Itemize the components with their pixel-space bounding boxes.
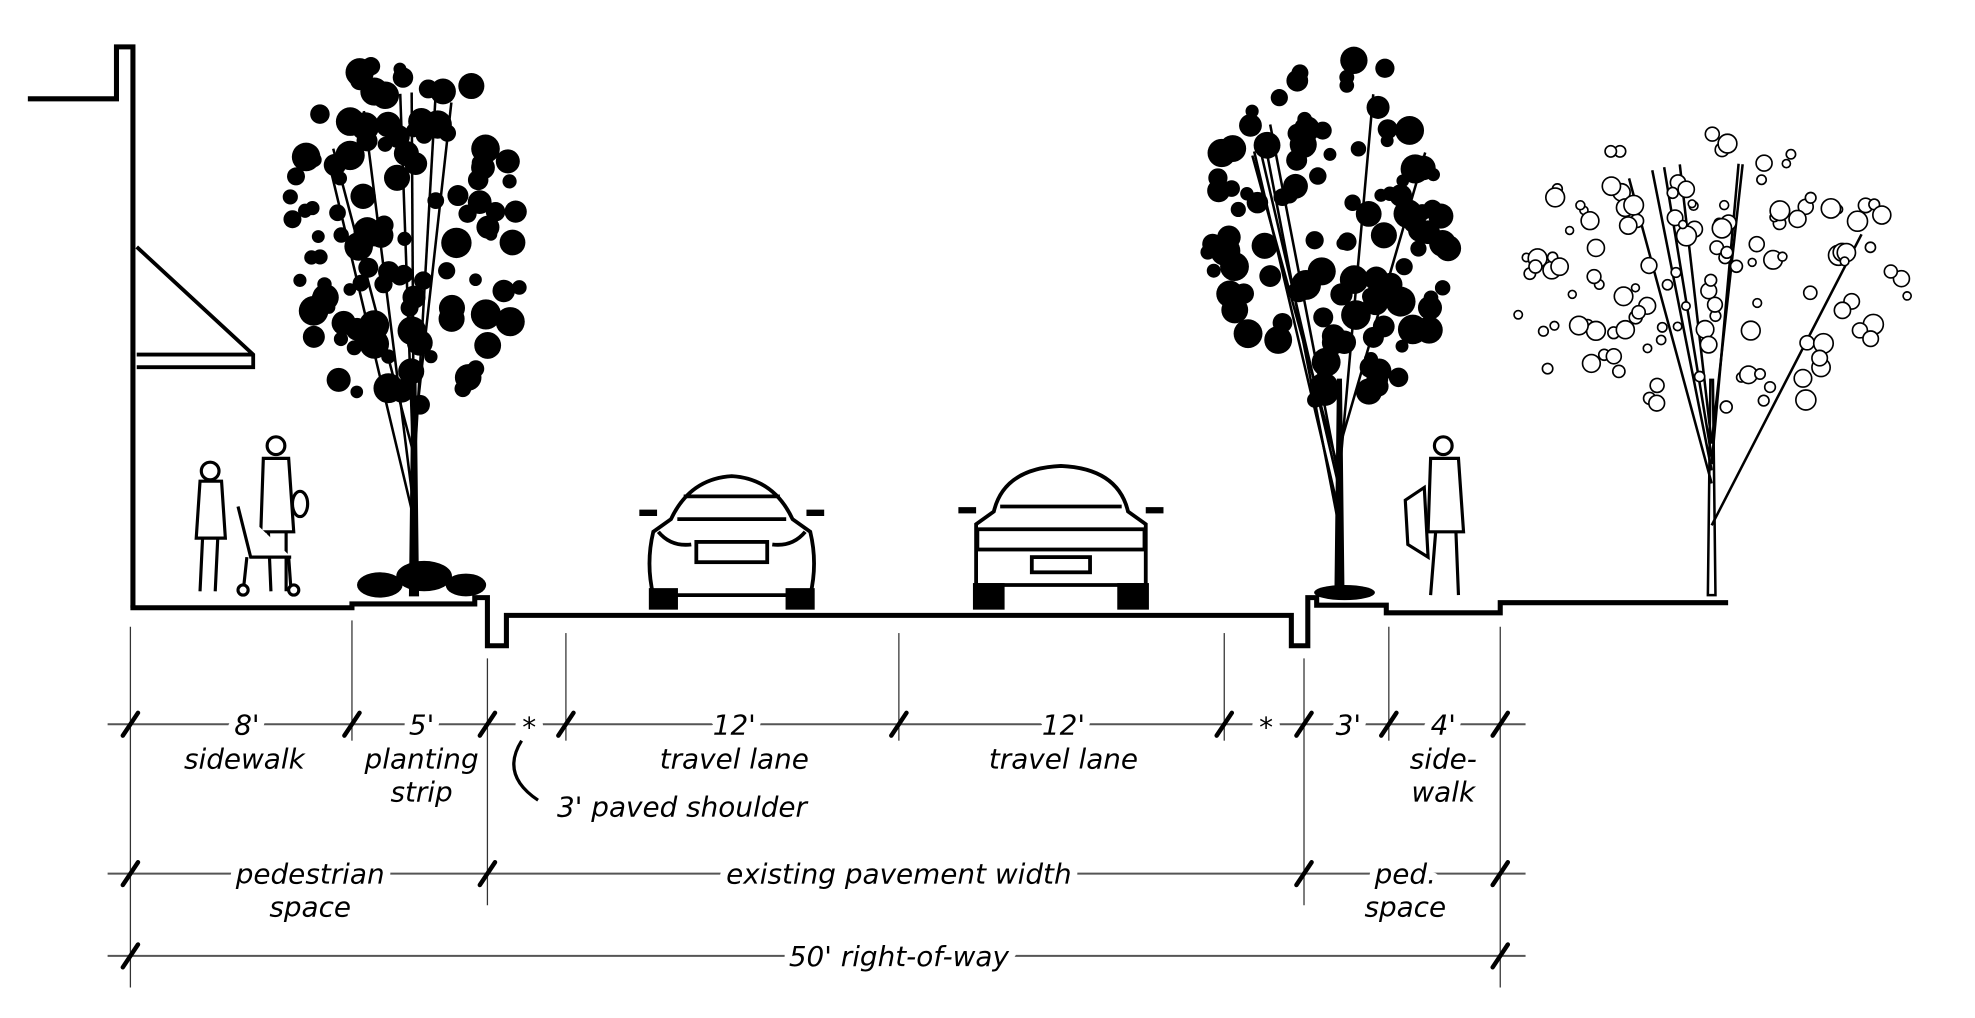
car-front-view [639,474,825,610]
sidewalk-width: 8' [234,708,259,741]
lane1-width: 12' [713,708,756,741]
dimension-tick [1214,710,1235,738]
pedestrian-right [1403,435,1466,596]
planting-label-2: strip [390,775,452,808]
lane1-label: travel lane [660,743,809,776]
lane2-label: travel lane [989,743,1138,776]
shoulder-left-mark: * [522,711,536,744]
dimension-tick [1294,710,1314,738]
dimension-tick [120,710,141,738]
street-tree-right [1200,46,1462,597]
dimension-tick [477,860,498,888]
right-ped-label-1: ped. [1374,858,1436,891]
right-sidewalk-label-2: walk [1411,775,1477,808]
shoulder-leader-arc [512,739,539,802]
sidewalk-label: sidewalk [184,743,307,776]
right-ped-label-2: space [1364,891,1446,924]
dimension-tick [1379,710,1399,738]
right-sidewalk-width: 4' [1431,708,1456,741]
extension-lines [129,620,1501,988]
ground-profile [130,595,1729,649]
dimension-tick [1490,942,1511,970]
planting-width: 5' [409,708,434,741]
dimension-ticks [120,710,1511,970]
lane2-width: 12' [1042,708,1085,741]
right-strip-width: 3' [1336,708,1361,741]
dimension-tick [889,710,909,738]
right-of-way-label: 50' right-of-way [789,940,1010,973]
left-ped-label-1: pedestrian [235,858,385,891]
pavement-label: existing pavement width [726,858,1071,891]
shoulder-right-mark: * [1259,711,1273,744]
dimension-tick [1490,860,1511,888]
dimension-tick [556,710,576,738]
dimension-tick [342,710,362,738]
dimension-tick [1490,710,1511,738]
building-facade [27,44,256,608]
left-ped-label-2: space [269,891,351,924]
dimension-tick [120,860,141,888]
open-canopy-tree [1513,126,1913,597]
dimension-tick [1294,860,1314,888]
planting-label-1: planting [364,743,479,776]
right-sidewalk-label-1: side- [1410,743,1477,776]
shoulder-note: 3' paved shoulder [557,791,808,824]
dimension-tick [477,710,498,738]
dimension-tick [120,942,141,970]
pedestrians-left [194,435,310,597]
car-rear-view [958,464,1164,610]
planting-shrubs [357,560,1375,601]
street-tree-left [282,57,527,597]
